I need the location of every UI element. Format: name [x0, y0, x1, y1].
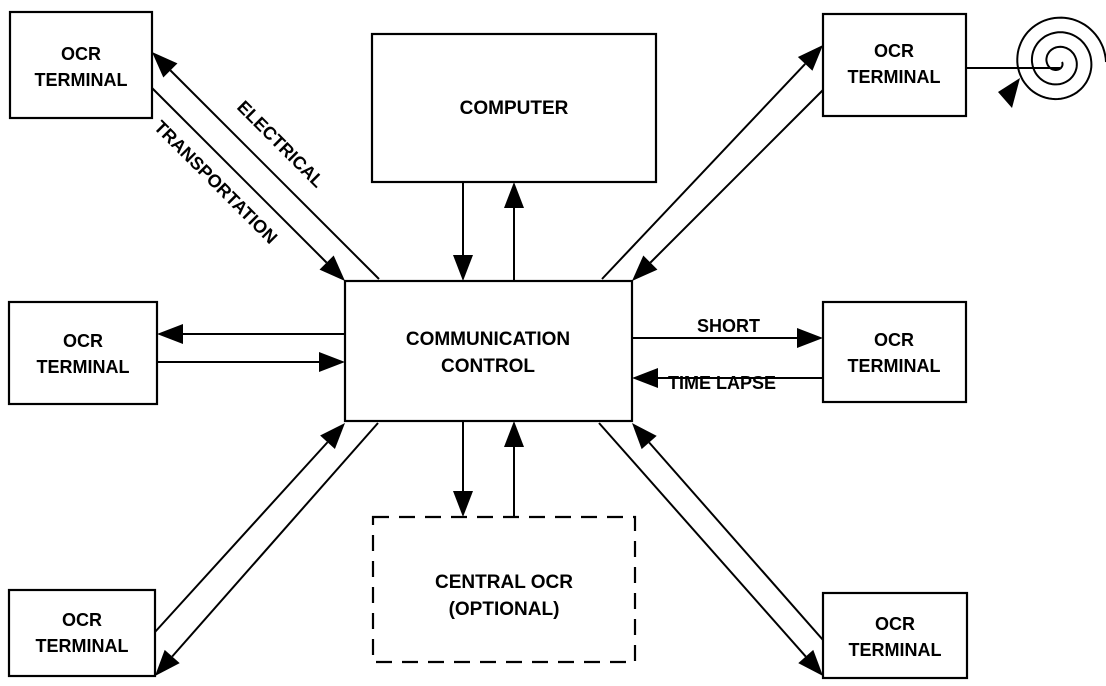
communication-control-label-line2: CONTROL: [441, 356, 535, 377]
central-ocr-label-line2: (OPTIONAL): [449, 599, 560, 620]
control-to-top-left-terminal-arrow-arrowhead: [152, 52, 178, 78]
top-right-terminal-to-control-arrow-line: [649, 89, 824, 264]
ocr-terminal-top-left: OCR TERMINAL: [8, 10, 154, 120]
control-to-top-left-terminal-arrow-line: [169, 69, 380, 280]
central-ocr-to-control-arrow-arrowhead: [504, 421, 524, 447]
top-left-terminal-to-control-arrow-arrowhead: [319, 255, 345, 281]
mid-left-terminal-to-control-arrow-arrowhead: [319, 352, 345, 372]
terminal-label-line1: OCR: [874, 41, 914, 61]
terminal-label-line1: OCR: [874, 330, 914, 350]
terminal-label-line2: TERMINAL: [35, 70, 128, 90]
control-to-bottom-right-terminal-arrow-arrowhead: [798, 649, 823, 676]
ocr-terminal-bottom-left: OCR TERMINAL: [7, 588, 157, 678]
mid-right-terminal-to-control-arrow-arrowhead: [632, 368, 658, 388]
terminal-label-line1: OCR: [62, 610, 102, 630]
ocr-terminal-top-right: OCR TERMINAL: [821, 12, 968, 118]
bottom-left-terminal-to-control-arrow-line: [154, 441, 329, 633]
terminal-label-line1: OCR: [61, 44, 101, 64]
communication-control-node: COMMUNICATION CONTROL: [343, 279, 634, 423]
control-to-top-right-terminal-arrow-line: [601, 63, 806, 280]
ocr-terminal-mid-right: OCR TERMINAL: [821, 300, 968, 404]
central-ocr-label-line1: CENTRAL OCR: [435, 572, 573, 593]
communication-control-label-line1: COMMUNICATION: [406, 329, 570, 350]
control-to-central-ocr-arrow-arrowhead: [453, 491, 473, 517]
control-to-mid-left-terminal-arrow-arrowhead: [157, 324, 183, 344]
terminal-label-line2: TERMINAL: [37, 357, 130, 377]
bottom-right-terminal-to-control-arrow-line: [648, 441, 824, 641]
computer-node: COMPUTER: [370, 32, 658, 184]
connection-arrows: [151, 45, 824, 676]
top-left-terminal-to-control-arrow-line: [151, 87, 328, 264]
bottom-left-terminal-to-control-arrow-arrowhead: [320, 423, 345, 449]
terminal-label-line2: TERMINAL: [849, 640, 942, 660]
top-right-terminal-to-control-arrow-arrowhead: [632, 255, 658, 281]
terminal-label-line1: OCR: [875, 614, 915, 634]
computer-label: COMPUTER: [460, 98, 569, 119]
ocr-terminal-bottom-right: OCR TERMINAL: [821, 591, 969, 680]
terminal-label-line2: TERMINAL: [848, 356, 941, 376]
electrical-label: ELECTRICAL: [233, 97, 328, 192]
control-to-bottom-left-terminal-arrow-line: [171, 422, 379, 658]
control-to-top-right-terminal-arrow-arrowhead: [797, 45, 823, 71]
central-ocr-node: CENTRAL OCR (OPTIONAL): [371, 515, 637, 664]
control-to-bottom-left-terminal-arrow-arrowhead: [155, 649, 180, 676]
control-to-computer-arrow-arrowhead: [504, 182, 524, 208]
bottom-right-terminal-to-control-arrow-arrowhead: [632, 423, 657, 450]
terminal-label-line1: OCR: [63, 331, 103, 351]
control-to-bottom-right-terminal-arrow-line: [598, 422, 807, 658]
time-lapse-label: TIME LAPSE: [668, 373, 776, 393]
control-to-mid-right-terminal-arrow-arrowhead: [797, 328, 823, 348]
terminal-label-line2: TERMINAL: [848, 67, 941, 87]
spiral-icon: [966, 16, 1106, 108]
short-label: SHORT: [697, 316, 760, 336]
ocr-terminal-mid-left: OCR TERMINAL: [7, 300, 159, 406]
terminal-label-line2: TERMINAL: [36, 636, 129, 656]
computer-to-control-arrow-arrowhead: [453, 255, 473, 281]
